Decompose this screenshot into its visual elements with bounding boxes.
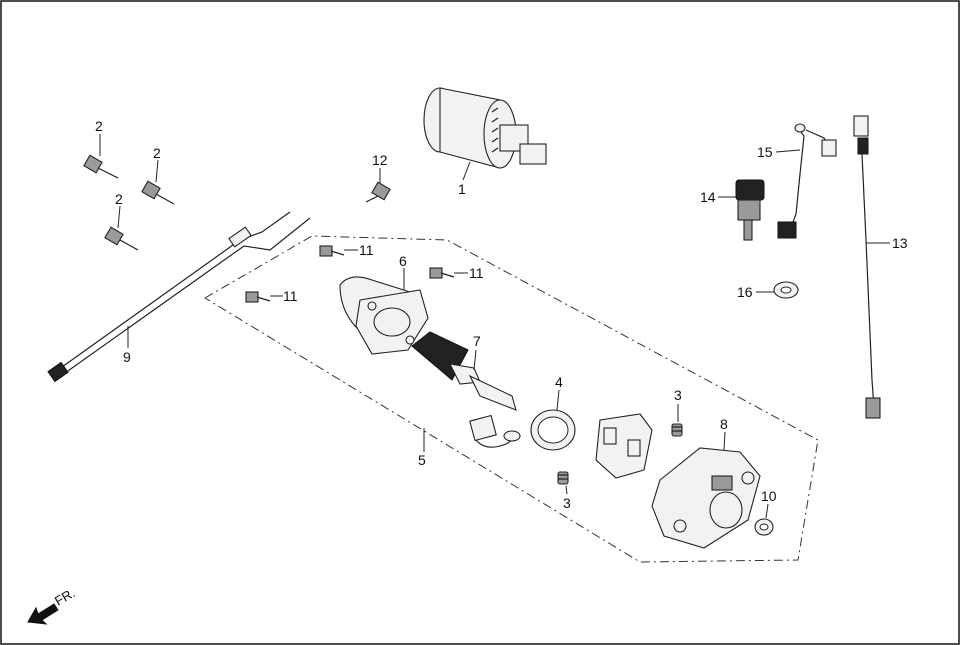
- front-cover-part: [339, 276, 429, 355]
- callout-8: 8: [720, 416, 728, 432]
- temperature-sensor-part: [735, 179, 765, 241]
- bolt-part: [365, 181, 391, 203]
- callout-14: 14: [700, 189, 716, 205]
- callout-11: 11: [359, 242, 374, 258]
- front-arrow-icon: [27, 603, 59, 625]
- callout-2: 2: [95, 118, 103, 134]
- callout-10: 10: [761, 488, 777, 504]
- callout-3: 3: [563, 495, 571, 511]
- washer-part: [754, 518, 774, 536]
- callout-16: 16: [737, 284, 753, 300]
- callout-4: 4: [555, 374, 563, 390]
- callout-6: 6: [399, 253, 407, 269]
- armature-part: [411, 331, 517, 411]
- bolt-part: [141, 180, 175, 205]
- callout-3: 3: [674, 387, 682, 403]
- bolt-part: [104, 226, 139, 251]
- callout-7: 7: [473, 333, 481, 349]
- callout-13: 13: [892, 235, 908, 251]
- probe-sensor-part: [853, 115, 881, 419]
- spring-part: [557, 471, 569, 485]
- bolt-part: [429, 267, 455, 279]
- brush-plate-part: [595, 413, 653, 479]
- callout-12: 12: [372, 152, 388, 168]
- callout-9: 9: [123, 349, 131, 365]
- sensor-wire-part: [777, 123, 837, 239]
- bolt-part: [319, 245, 345, 257]
- wire-harness-part: [47, 211, 311, 383]
- o-ring-part: [530, 409, 576, 451]
- callout-15: 15: [757, 144, 773, 160]
- starter-drive-part: [423, 87, 547, 169]
- bolt-part: [83, 154, 119, 179]
- callout-11: 11: [469, 265, 484, 281]
- callout-5: 5: [418, 452, 426, 468]
- callout-1: 1: [458, 181, 466, 197]
- spring-part: [671, 423, 683, 437]
- callout-2: 2: [153, 145, 161, 161]
- direction-label: FR.: [52, 585, 78, 608]
- brush-part: [469, 414, 521, 448]
- rear-cover-part: [651, 447, 761, 549]
- callout-2: 2: [115, 191, 123, 207]
- bolt-part: [245, 291, 271, 303]
- sealing-washer-part: [773, 281, 799, 299]
- callout-11: 11: [283, 288, 298, 304]
